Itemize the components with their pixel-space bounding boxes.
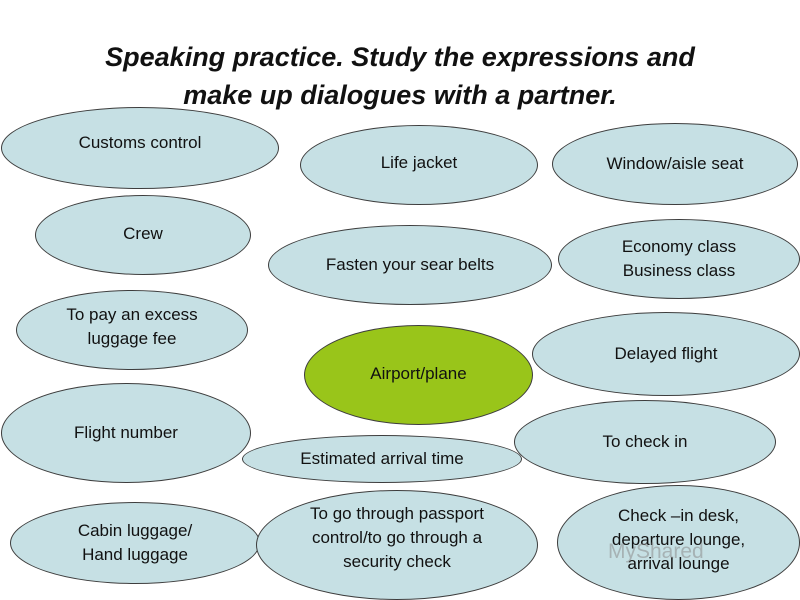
- bubble-label: Fasten your sear belts: [325, 255, 495, 274]
- bubble-label-line: To pay an excess: [66, 305, 198, 324]
- bubble-label-line: Check –in desk,: [618, 505, 739, 525]
- bubble-label: Crew: [123, 224, 163, 243]
- bubble-label-line: Hand luggage: [82, 545, 188, 564]
- bubble-passport-control: To go through passport control/to go thr…: [256, 490, 538, 600]
- slide-title: Speaking practice. Study the expressions…: [0, 38, 800, 114]
- bubble-label: Window/aisle seat: [606, 154, 744, 173]
- title-line-1: Speaking practice. Study the expressions…: [105, 42, 695, 72]
- bubble-customs-control: Customs control: [1, 107, 279, 189]
- bubble-label: Delayed flight: [614, 344, 718, 363]
- bubble-excess-luggage-fee: To pay an excess luggage fee: [16, 290, 248, 370]
- bubble-label: Estimated arrival time: [300, 449, 464, 468]
- bubble-label-line: security check: [343, 552, 451, 571]
- bubble-label-line: departure lounge,: [611, 529, 746, 549]
- bubble-label-line: arrival lounge: [627, 553, 730, 573]
- bubble-fasten-belts: Fasten your sear belts: [268, 225, 552, 305]
- bubble-crew: Crew: [35, 195, 251, 275]
- title-line-2: make up dialogues with a partner.: [183, 80, 617, 110]
- bubble-label: Airport/plane: [370, 364, 467, 383]
- bubble-window-aisle-seat: Window/aisle seat: [552, 123, 798, 205]
- bubble-label-line: Cabin luggage/: [77, 521, 193, 540]
- bubble-label: Life jacket: [380, 153, 458, 172]
- bubble-check-in-desk: Check –in desk, departure lounge, arriva…: [557, 485, 800, 600]
- bubble-travel-class: Economy class Business class: [558, 219, 800, 299]
- bubble-label: Customs control: [78, 133, 202, 152]
- bubble-check-in: To check in: [514, 400, 776, 484]
- bubble-delayed-flight: Delayed flight: [532, 312, 800, 396]
- bubble-label-line: Business class: [622, 261, 736, 280]
- bubble-life-jacket: Life jacket: [300, 125, 538, 205]
- bubble-center-topic: Airport/plane: [304, 325, 533, 425]
- bubble-arrival-time: Estimated arrival time: [242, 435, 522, 483]
- bubble-label: Flight number: [74, 423, 178, 442]
- bubble-label-line: To go through passport: [310, 504, 484, 523]
- bubble-label-line: control/to go through a: [311, 528, 483, 547]
- bubble-label: To check in: [602, 432, 688, 451]
- bubble-flight-number: Flight number: [1, 383, 251, 483]
- bubble-cabin-luggage: Cabin luggage/ Hand luggage: [10, 502, 260, 584]
- bubble-label-line: luggage fee: [87, 329, 177, 348]
- bubble-label-line: Economy class: [621, 237, 737, 256]
